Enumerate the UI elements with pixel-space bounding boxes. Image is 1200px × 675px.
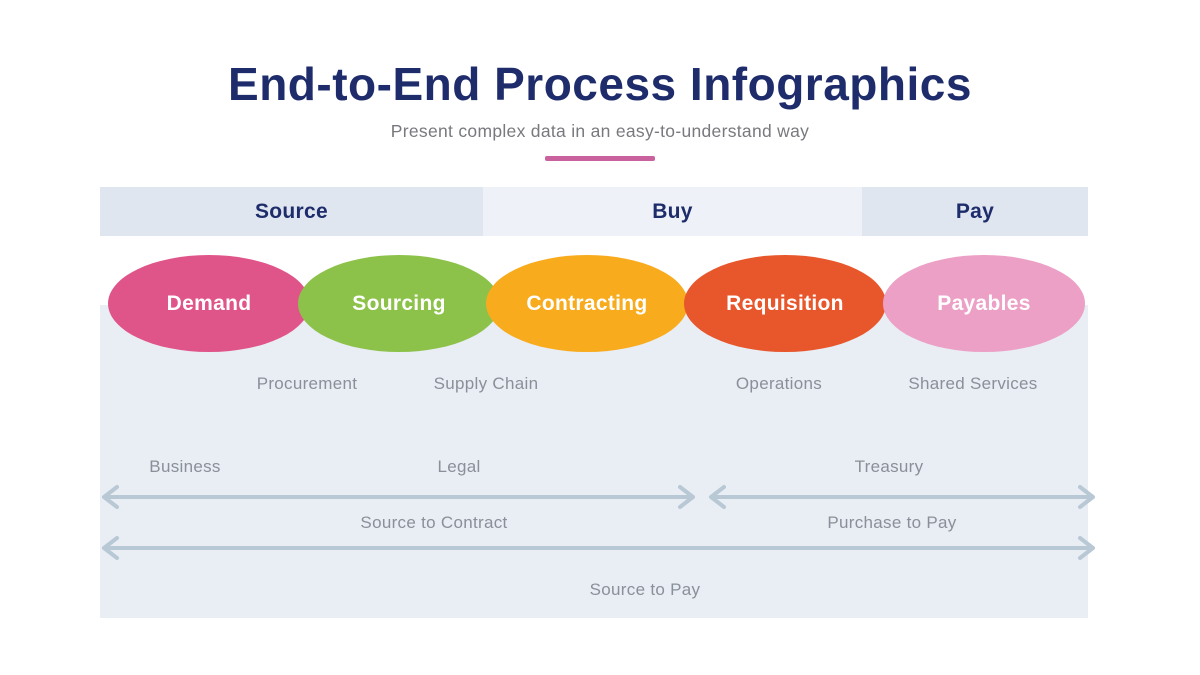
purchase-to-pay-arrow bbox=[707, 484, 1097, 510]
stage-label: Requisition bbox=[726, 291, 844, 315]
source-to-contract-arrow bbox=[100, 484, 697, 510]
span-label-purchase-to-pay: Purchase to Pay bbox=[827, 513, 957, 532]
page-title: End-to-End Process Infographics bbox=[228, 58, 972, 110]
function-label-shared-services: Shared Services bbox=[908, 374, 1038, 393]
phase-header-pay: Pay bbox=[862, 187, 1088, 236]
stage-ellipse-requisition: Requisition bbox=[684, 255, 886, 352]
phase-header-source: Source bbox=[100, 187, 483, 236]
stage-ellipse-payables: Payables bbox=[883, 255, 1085, 352]
process-panel bbox=[100, 305, 1088, 618]
title-divider bbox=[545, 156, 655, 161]
function-label-operations: Operations bbox=[735, 374, 823, 393]
phase-header-buy: Buy bbox=[483, 187, 862, 236]
function-label-procurement: Procurement bbox=[256, 374, 358, 393]
span-label-source-to-contract: Source to Contract bbox=[360, 513, 508, 532]
page-subtitle: Present complex data in an easy-to-under… bbox=[390, 121, 810, 141]
stage-ellipse-contracting: Contracting bbox=[486, 255, 688, 352]
phase-label: Pay bbox=[955, 199, 995, 223]
department-label-business: Business bbox=[149, 457, 221, 476]
stage-label: Demand bbox=[166, 291, 252, 315]
phase-label: Source bbox=[255, 199, 328, 223]
phase-label: Buy bbox=[652, 199, 693, 223]
department-label-treasury: Treasury bbox=[854, 457, 924, 476]
stage-label: Payables bbox=[937, 291, 1031, 315]
stage-label: Sourcing bbox=[352, 291, 446, 315]
department-label-legal: Legal bbox=[437, 457, 481, 476]
stage-ellipse-demand: Demand bbox=[108, 255, 310, 352]
function-label-supply-chain: Supply Chain bbox=[433, 374, 539, 393]
span-label-source-to-pay: Source to Pay bbox=[589, 580, 701, 599]
stage-label: Contracting bbox=[526, 291, 648, 315]
source-to-pay-arrow bbox=[100, 535, 1097, 561]
stage-ellipse-sourcing: Sourcing bbox=[298, 255, 500, 352]
